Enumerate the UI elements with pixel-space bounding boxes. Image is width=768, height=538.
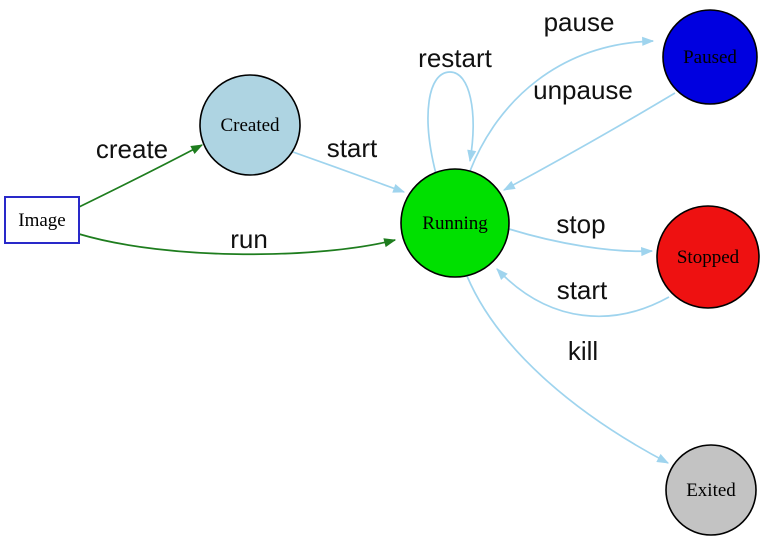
node-created-label: Created bbox=[220, 115, 280, 136]
node-exited-label: Exited bbox=[686, 480, 736, 501]
edge-pause-label: pause bbox=[544, 7, 615, 37]
edge-create-label: create bbox=[96, 134, 168, 164]
edge-run-path bbox=[78, 233, 397, 256]
node-paused-label: Paused bbox=[683, 47, 737, 68]
node-stopped-circle bbox=[656, 205, 760, 309]
edge-pause-path bbox=[469, 36, 655, 172]
edge-kill-path bbox=[466, 275, 670, 464]
node-running-circle bbox=[400, 168, 510, 278]
edge-stop-label: stop bbox=[556, 209, 605, 239]
edge-start-stopped-running-label: start bbox=[557, 275, 608, 305]
node-image-box bbox=[4, 196, 80, 244]
edge-restart-label: restart bbox=[418, 43, 492, 73]
node-paused-circle bbox=[662, 9, 758, 105]
edge-kill-label: kill bbox=[568, 336, 598, 366]
node-image-label: Image bbox=[18, 210, 65, 231]
edge-start-stopped-running-path bbox=[496, 268, 670, 318]
edge-unpause-label: unpause bbox=[533, 75, 633, 105]
edge-start-created-running-label: start bbox=[327, 133, 378, 163]
node-created-circle bbox=[199, 74, 301, 176]
node-exited-circle bbox=[665, 444, 757, 536]
edge-start-created-running-path bbox=[292, 151, 406, 193]
edge-restart-selfloop-path bbox=[427, 71, 477, 175]
edge-stop-path bbox=[508, 228, 654, 257]
edge-create-path bbox=[78, 144, 204, 208]
edge-run-label: run bbox=[230, 224, 268, 254]
edge-unpause-path bbox=[502, 92, 676, 191]
node-running-label: Running bbox=[422, 213, 488, 234]
node-stopped-label: Stopped bbox=[677, 247, 740, 268]
